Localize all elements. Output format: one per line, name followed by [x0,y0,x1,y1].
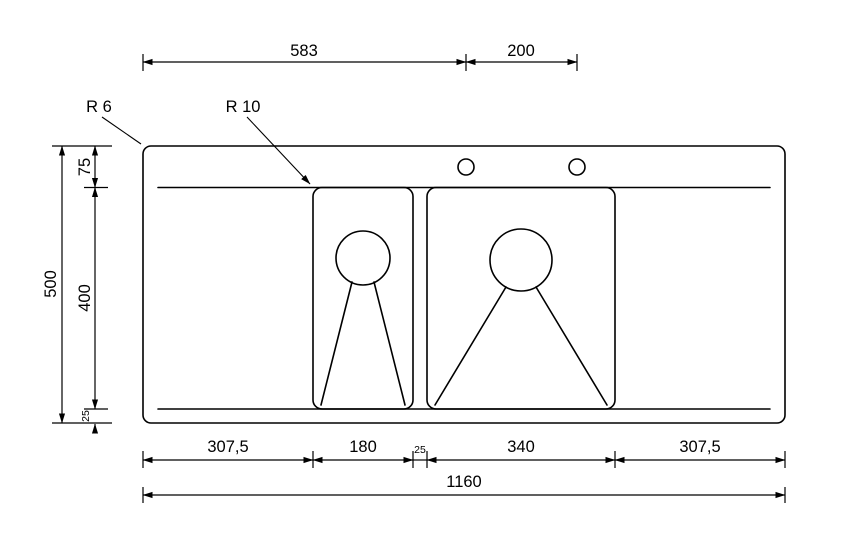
dimension-labels-group: 583 200 R 6 R 10 500 75 400 25 307,5 180… [42,42,721,491]
dim-340-label: 340 [507,438,535,456]
dim-500-label: 500 [42,270,60,298]
dim-25-left-label: 25 [80,410,92,422]
corner-radius-leader-line [101,116,142,145]
large-bowl-drain-lines [434,286,608,406]
faucet-hole-right [568,158,586,176]
sink-body-group [142,145,786,424]
dim-180-label: 180 [349,438,377,456]
faucet-hole-left [457,158,475,176]
bottom-dimensions-group [142,451,786,503]
dim-75-label: 75 [76,158,94,176]
small-bowl-drain-lines [320,281,406,406]
left-extension-ticks [52,145,112,424]
dim-400-label: 400 [76,284,94,312]
dim-307-5-left-label: 307,5 [207,438,248,456]
dim-200-label: 200 [507,42,535,60]
large-bowl-drain-circle [489,228,553,292]
small-bowl-drain-circle [335,230,391,286]
small-bowl-outline [312,186,414,410]
corner-radius-label: R 6 [86,98,112,116]
large-bowl-outline [426,186,616,410]
sink-outline [142,145,786,424]
dim-307-5-right-label: 307,5 [679,438,720,456]
dim-583-label: 583 [290,42,318,60]
dim-1160-label: 1160 [446,473,481,491]
bowl-radius-leader-line [246,116,311,185]
bowl-radius-label: R 10 [226,98,261,116]
dim-25-gap-label: 25 [414,444,426,456]
radius-leaders-group [101,116,311,185]
top-dimensions-group [142,54,578,71]
left-dimensions-group [52,145,112,434]
